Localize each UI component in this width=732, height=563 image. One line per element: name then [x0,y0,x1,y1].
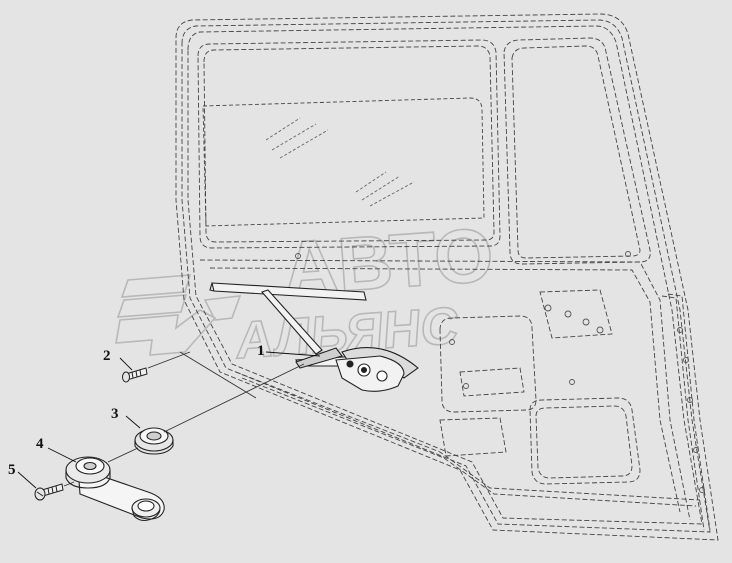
handle-bushing [134,427,174,455]
leader-lines [17,351,321,489]
window-crank-handle [65,456,165,522]
callout-labels: 1 2 3 4 5 [8,343,265,478]
regulator-arm-upper [261,289,323,355]
mounting-holes [295,251,705,493]
assembly-axis-lines [63,351,305,487]
door-outline [175,13,719,541]
window-regulator [209,282,419,392]
callout-5: 5 [8,462,16,478]
screw-part-5 [34,483,64,501]
regulator-lift-rail [211,282,367,301]
callout-1: 1 [257,343,265,359]
callout-4: 4 [36,436,44,452]
callout-2: 2 [103,348,111,364]
glass-reflection-marks [265,117,415,207]
screw-part-2 [122,367,148,383]
regulator-base-plate [335,355,405,392]
watermark-emblem [115,274,242,356]
callout-3: 3 [111,406,119,422]
